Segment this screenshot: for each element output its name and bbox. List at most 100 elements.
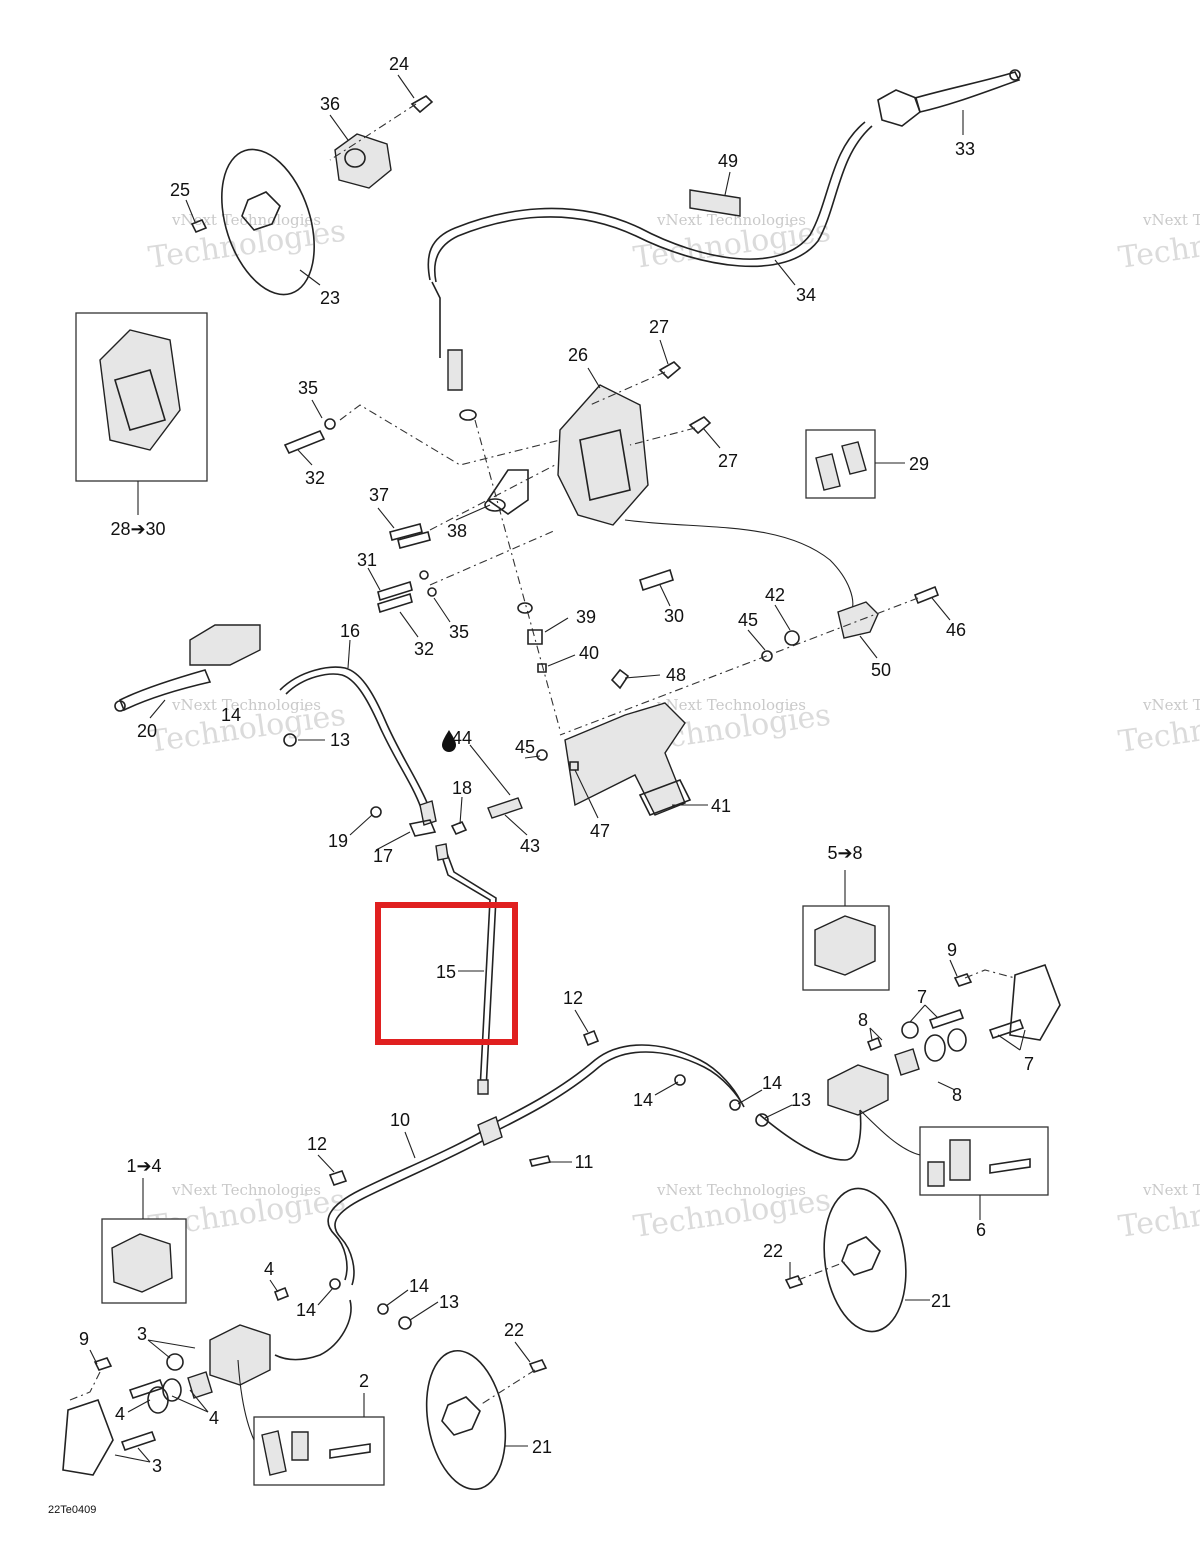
disc-cutout [441,1396,481,1436]
nut-47 [569,761,579,771]
bolt-13b [755,1113,769,1127]
callout-28-30: 28➔30 [110,519,165,539]
bolt-32a [283,429,326,455]
callout-27: 27 [649,317,669,337]
master-cylinder-20 [189,624,261,666]
bolt-37b [397,531,431,549]
watermark-text: vNext Technologies [171,696,321,714]
brake-line-15-assembly [375,843,518,1095]
lever-tip [1009,69,1021,81]
right-rear-disc [784,1187,907,1333]
watermark-text: vNext Technologies [656,696,806,714]
callout-4: 4 [264,1259,274,1279]
pin-7 [928,1008,965,1030]
callout-22: 22 [763,1241,783,1261]
cable-34-outer [433,125,873,283]
callout-13: 13 [439,1292,459,1312]
nut-40 [537,663,547,673]
disc-cutout [841,1236,881,1276]
caliper-drawing [99,329,181,451]
washer-45b [536,749,548,761]
caliper-drawing [814,915,876,976]
callout-22: 22 [504,1320,524,1340]
boot-3 [166,1353,184,1371]
cable-end [431,281,441,358]
mechanical-caliper-26 [283,361,854,731]
brake-disc-21 [823,1187,907,1333]
callout-38: 38 [447,521,467,541]
lever-tip [114,700,126,712]
callout-45: 45 [515,737,535,757]
callout-32: 32 [414,639,434,659]
spring-48 [610,668,630,690]
bolt-24 [410,95,434,114]
caliper-bracket [1009,963,1061,1041]
callout-6: 6 [976,1220,986,1240]
bolt-9a [953,973,973,987]
detail-box-2 [237,1359,385,1486]
washer-45a [761,650,773,662]
callout-40: 40 [579,643,599,663]
callout-36: 36 [320,94,340,114]
bleeder-8 [866,1036,883,1052]
leader-line [237,1359,255,1441]
bolt-13 [283,733,297,747]
seal-4 [147,1386,169,1414]
line-fitting [419,800,437,826]
callout-31: 31 [357,550,377,570]
reference-arrow [624,519,854,611]
callout-14: 14 [296,1300,316,1320]
callout-labels: 24 36 25 23 49 33 34 27 27 26 35 32 29 2… [79,54,1034,1476]
callout-5-8: 5➔8 [827,843,862,863]
callout-3: 3 [152,1456,162,1476]
highlight-box [375,902,518,1045]
bolt-9b [93,1357,113,1371]
rear-right-caliper [827,963,1061,1116]
callout-45: 45 [738,610,758,630]
pad [927,1161,945,1187]
watermark-text: vNext Technologies [1142,696,1200,714]
callout-44: 44 [452,728,472,748]
pivot-axis [559,597,919,736]
watermark-text: vNext Technologies [1142,211,1200,229]
nut [517,602,533,614]
callout-16: 16 [340,621,360,641]
brake-line-16 [279,666,429,806]
bolt-46 [913,585,940,605]
callout-14: 14 [762,1073,782,1093]
rear-brake-lines [274,1029,862,1361]
washer-14c [729,1099,741,1111]
bolt-27a [658,361,682,380]
bolt-22b [528,1359,548,1373]
callout-20: 20 [137,721,157,741]
clip [989,1158,1031,1174]
bracket-hole [484,498,506,512]
callout-23: 23 [320,288,340,308]
pin-7b [988,1018,1025,1040]
brake-line-14 [489,1044,741,1126]
cable-34 [427,121,866,281]
caliper-detail [114,369,166,431]
diagram-reference: 22Te0409 [48,1504,96,1516]
bleeder-4 [273,1286,290,1302]
bolt-27b [688,416,712,435]
hand-lever-assembly [114,624,468,837]
leader-lines [89,74,1026,1463]
bolt-31 [377,580,413,602]
assembly-axis [69,1371,101,1401]
pad [291,1431,309,1461]
callout-13: 13 [330,730,350,750]
pad-29b [841,441,867,475]
seal-8 [924,1034,946,1062]
callout-24: 24 [389,54,409,74]
spacer-39 [527,629,543,645]
assembly-axis [429,464,556,531]
assembly-axis [589,371,666,406]
pad-29 [815,453,841,491]
master-cylinder-33 [877,89,921,127]
callout-37: 37 [369,485,389,505]
assembly-axis [964,969,1016,979]
callout-19: 19 [328,831,348,851]
callout-8: 8 [952,1085,962,1105]
nut-12b [328,1170,348,1186]
